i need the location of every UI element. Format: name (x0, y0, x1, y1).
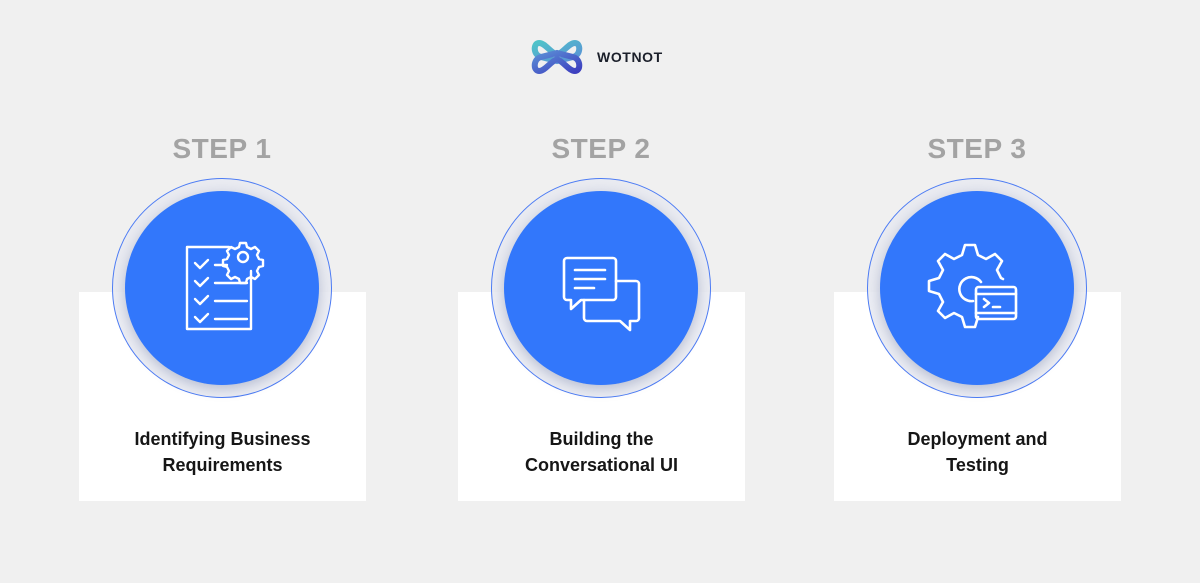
checklist-gear-icon (185, 241, 265, 331)
brand-logo: WOTNOT (531, 37, 663, 77)
step-2-disc (504, 191, 698, 385)
step-1-disc (125, 191, 319, 385)
step-2-title-line-2: Conversational UI (524, 455, 679, 475)
step-1-title-line-2: Requirements (162, 455, 283, 475)
step-2-title: Building the Conversational UI (458, 426, 745, 478)
step-3-title: Deployment and Testing (834, 426, 1121, 478)
chat-bubbles-icon (562, 256, 641, 332)
step-3-title-line-1: Deployment and (907, 429, 1048, 449)
step-3-label: STEP 3 (927, 133, 1027, 164)
step-3-disc (880, 191, 1074, 385)
infinity-knot-logo-icon (531, 39, 583, 75)
step-2-title-line-1: Building the (549, 429, 654, 449)
gear-terminal-icon (927, 243, 1018, 329)
step-1-label: STEP 1 (172, 133, 272, 164)
step-3-title-line-2: Testing (946, 455, 1009, 475)
step-1-title-line-1: Identifying Business (134, 429, 311, 449)
brand-name: WOTNOT (597, 49, 663, 65)
step-2-label: STEP 2 (551, 133, 651, 164)
step-1-title: Identifying Business Requirements (79, 426, 366, 478)
